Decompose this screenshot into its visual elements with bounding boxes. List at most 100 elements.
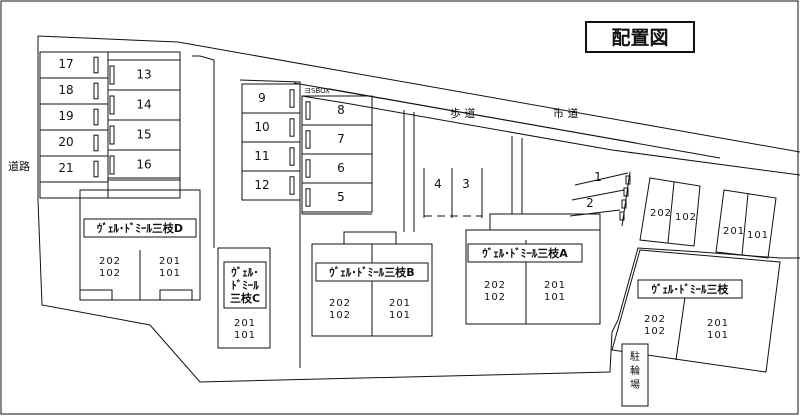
building-b-unit-202: 202 xyxy=(329,298,351,309)
building-d-unit-102: 102 xyxy=(99,268,121,279)
wheel-stop xyxy=(93,134,99,152)
building-b-entry xyxy=(343,231,397,245)
title-box xyxy=(585,21,695,53)
sign-box-label: ヨSBOX xyxy=(304,87,330,95)
building-a-outline xyxy=(465,229,601,325)
parking-stall xyxy=(107,149,181,181)
annex-right-divider xyxy=(741,193,749,256)
building-e-label-box xyxy=(637,279,743,299)
stall-number: 16 xyxy=(136,158,151,172)
sidewalk-edge-mid xyxy=(329,88,721,159)
stall-number: 14 xyxy=(136,98,151,112)
map-title: 配置図 xyxy=(611,27,668,49)
stall-number: 8 xyxy=(337,103,345,117)
stall-number: 17 xyxy=(58,57,73,71)
wheel-stop xyxy=(109,155,115,175)
middle-right-stalls: 8 7 6 5 xyxy=(301,95,373,213)
city-road-label: 市 道 xyxy=(553,106,579,120)
middle-left-stalls: 9 10 11 12 xyxy=(241,83,301,201)
stall-number: 2 xyxy=(586,196,594,210)
bicycle-parking-label: 駐輪場 xyxy=(630,350,640,391)
east-stall-end xyxy=(621,171,631,227)
building-c-name-line1: ｳﾞｪﾙ･ xyxy=(231,265,259,279)
west-left-stalls: 17 18 19 20 21 xyxy=(39,51,109,183)
building-d-label-box xyxy=(83,218,197,238)
wheel-stop xyxy=(289,147,295,166)
east-stalls: 12 xyxy=(586,170,631,221)
east-stall-line-2 xyxy=(571,189,625,201)
building-a-unit-102: 102 xyxy=(484,292,506,303)
building-c-name-line3: 三枝C xyxy=(230,291,260,305)
annex-left-divider xyxy=(667,181,675,244)
annex-unit-102: 102 xyxy=(675,212,697,223)
wheel-stop xyxy=(93,108,99,126)
site-boundary xyxy=(37,36,800,383)
stall-number: 3 xyxy=(462,177,470,191)
stall-number: 15 xyxy=(136,128,151,142)
building-d-stoop-left xyxy=(79,289,113,301)
wheel-stop xyxy=(623,187,629,197)
east-stall-line-1 xyxy=(574,172,629,186)
parking-stall xyxy=(241,170,301,201)
wheel-stop xyxy=(305,101,311,120)
building-e-name: ｳﾞｪﾙ･ﾄﾞﾐｰﾙ三枝 xyxy=(652,282,730,296)
walkway-west xyxy=(199,55,215,248)
wheel-stop xyxy=(305,130,311,149)
building-a-entry xyxy=(489,213,601,231)
stall-number: 10 xyxy=(254,120,269,134)
wheel-stop xyxy=(109,125,115,145)
stall-number: 6 xyxy=(337,161,345,175)
stall-number: 21 xyxy=(58,161,73,175)
wheel-stop xyxy=(305,188,311,207)
wheel-stop xyxy=(109,95,115,115)
stall-number: 5 xyxy=(337,190,345,204)
parking-stall xyxy=(301,182,373,213)
wheel-stop xyxy=(93,56,99,74)
building-a-label-box xyxy=(467,243,583,263)
stall-number: 7 xyxy=(337,132,345,146)
stall-number: 9 xyxy=(258,91,266,105)
annex-left-outline xyxy=(639,177,701,247)
parking-stall xyxy=(241,83,301,114)
building-b-unit-102: 102 xyxy=(329,310,351,321)
building-a-unit-202: 202 xyxy=(484,280,506,291)
sidewalk-edge-lower xyxy=(301,95,800,176)
wheel-stop xyxy=(625,175,631,185)
building-e-outline xyxy=(611,249,781,373)
building-e-unit-102: 102 xyxy=(644,326,666,337)
building-c-outline xyxy=(217,247,271,349)
building-e-unit-divider xyxy=(675,289,687,361)
bicycle-parking-box xyxy=(621,343,649,407)
building-d-unit-101: 101 xyxy=(159,268,181,279)
wheel-stop xyxy=(621,199,627,209)
building-c-name-line2: ﾄﾞﾐｰﾙ xyxy=(231,278,259,292)
building-e-unit-202: 202 xyxy=(644,314,666,325)
annex-unit-201: 201 xyxy=(723,226,745,237)
wheel-stop xyxy=(109,65,115,85)
building-a-name: ｳﾞｪﾙ･ﾄﾞﾐｰﾙ三枝A xyxy=(482,246,568,260)
sidewalk-label: 歩 道 xyxy=(450,106,476,120)
stall-number: 12 xyxy=(254,178,269,192)
building-d-unit-201: 201 xyxy=(159,256,181,267)
parking-stall xyxy=(241,141,301,172)
west-parking-aisle xyxy=(107,177,181,199)
wheel-stop xyxy=(289,118,295,137)
stall-number: 4 xyxy=(434,177,442,191)
annex-unit-202: 202 xyxy=(650,208,672,219)
building-a-unit-101: 101 xyxy=(544,292,566,303)
stall-number: 18 xyxy=(58,83,73,97)
wheel-stop xyxy=(305,159,311,178)
stall-number: 19 xyxy=(58,109,73,123)
building-a-unit-201: 201 xyxy=(544,280,566,291)
building-b-unit-101: 101 xyxy=(389,310,411,321)
wheel-stop xyxy=(289,176,295,195)
stall-number: 11 xyxy=(254,149,269,163)
stall-number: 20 xyxy=(58,135,73,149)
wheel-stop xyxy=(619,211,625,221)
building-e-unit-101: 101 xyxy=(707,330,729,341)
building-c-unit-201: 201 xyxy=(234,318,256,329)
